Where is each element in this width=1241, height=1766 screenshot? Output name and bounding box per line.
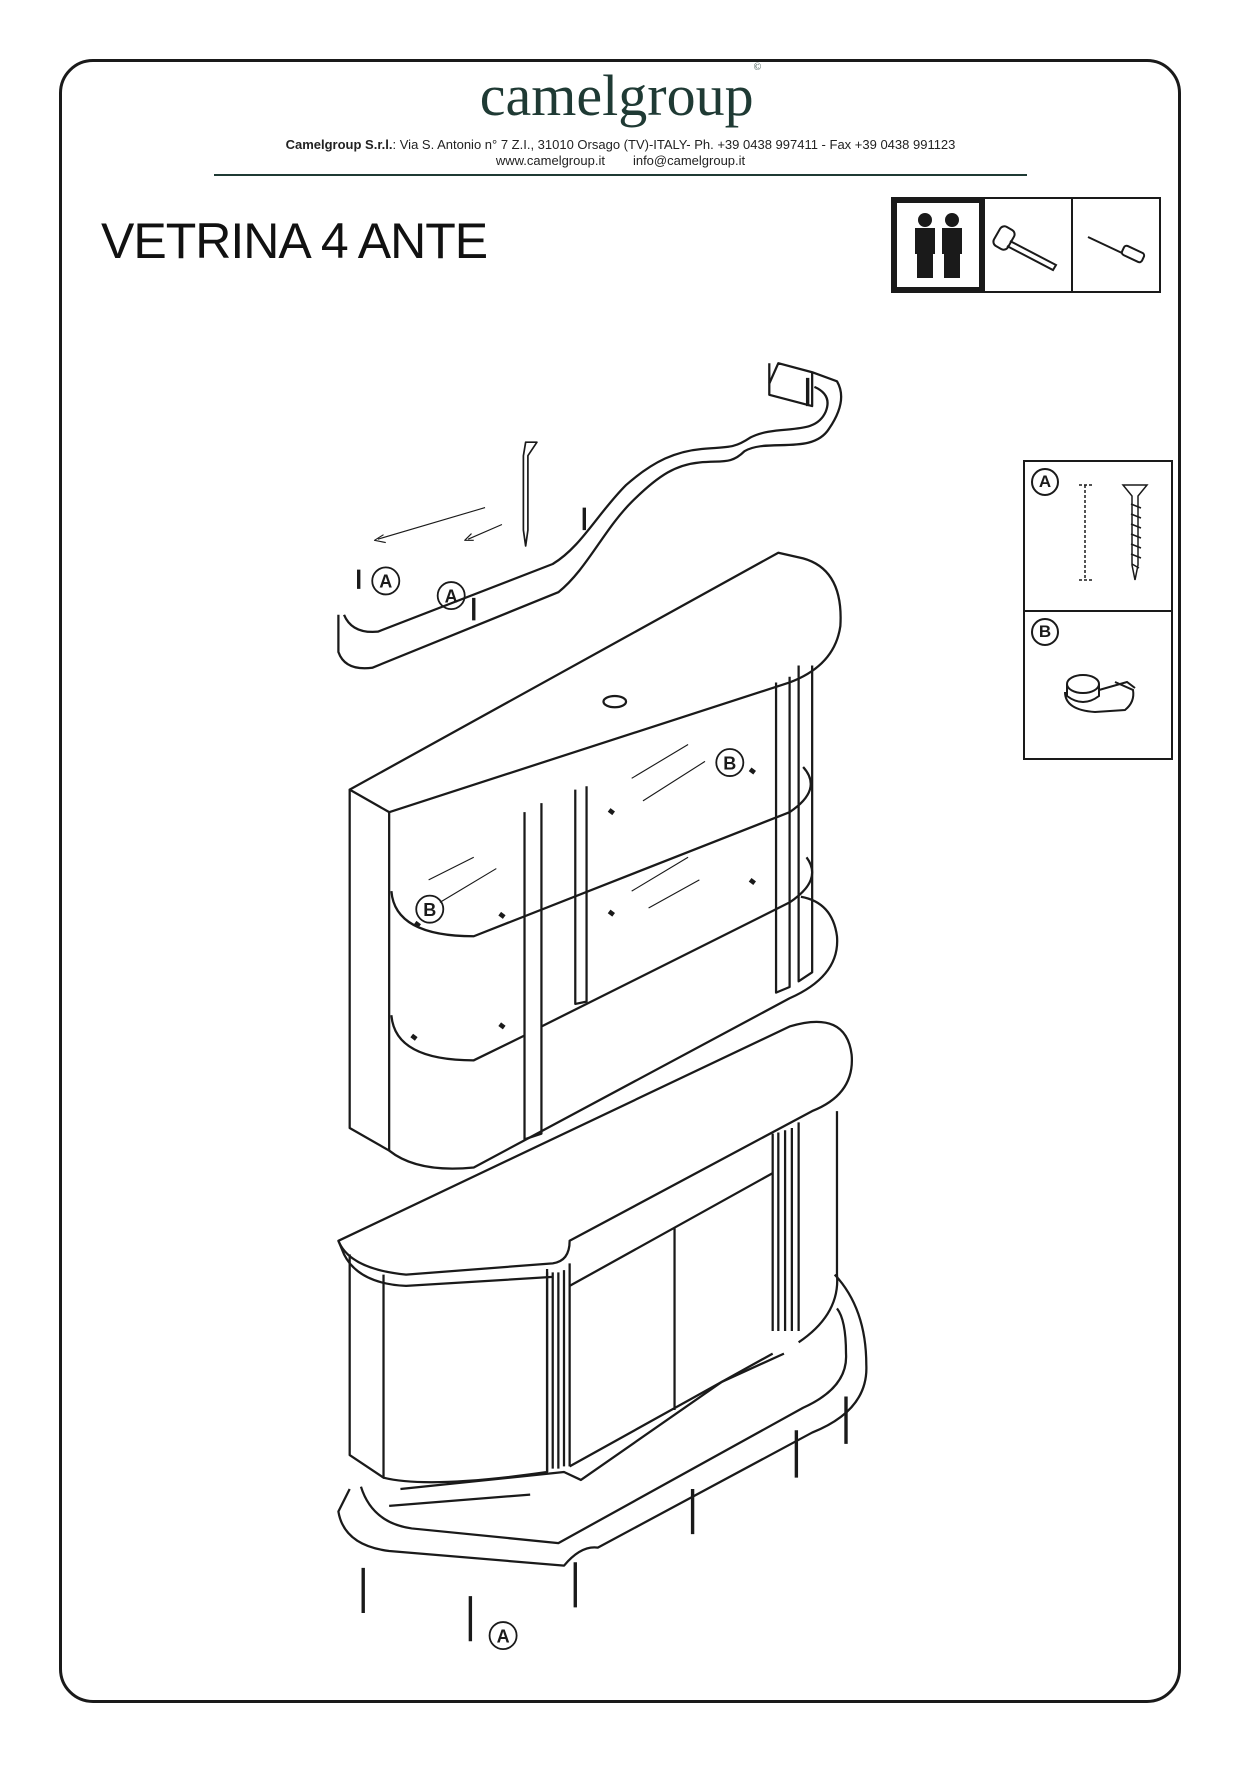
contact-line: www.camelgroup.it info@camelgroup.it — [0, 153, 1241, 168]
callout-labels — [371, 566, 745, 1651]
callout-b — [415, 894, 445, 924]
screw-icon — [1079, 484, 1149, 581]
screws — [357, 377, 848, 1642]
page-border — [59, 59, 1181, 1703]
screw-icon — [522, 441, 538, 547]
callout-a — [436, 581, 466, 611]
hardware-legend: A B — [1023, 460, 1173, 760]
callout-b-label: B — [723, 753, 736, 773]
lower-cabinet — [337, 1020, 853, 1484]
brand-logo: camelgroup© — [479, 62, 762, 128]
legend-label-a: A — [1031, 468, 1059, 496]
page-title: VETRINA 4 ANTE — [101, 213, 488, 269]
required-tools-panel — [891, 197, 1161, 293]
screwdriver-icon — [1071, 199, 1159, 291]
callout-a — [371, 566, 401, 596]
legend-label-b: B — [1031, 618, 1059, 646]
hammer-icon — [983, 199, 1071, 291]
callout-a-label: A — [497, 1626, 510, 1646]
website-link[interactable]: www.camelgroup.it — [495, 153, 605, 168]
legend-item-b: B — [1025, 612, 1171, 760]
header-divider — [214, 174, 1027, 176]
callout-b — [715, 748, 745, 777]
callout-a-label: A — [379, 572, 392, 592]
email-link[interactable]: info@camelgroup.it — [632, 153, 746, 168]
callout-a — [488, 1621, 518, 1651]
legend-item-a: A — [1025, 462, 1171, 612]
shelf-support-icon — [1064, 674, 1136, 714]
callout-b-label: B — [423, 900, 436, 920]
crown-molding — [337, 362, 843, 670]
upper-cabinet — [348, 551, 842, 1170]
two-persons-icon — [893, 199, 983, 291]
company-address: Camelgroup S.r.l.: Via S. Antonio n° 7 Z… — [285, 137, 956, 152]
callout-a-label: A — [445, 586, 458, 606]
base-plinth — [337, 1273, 868, 1567]
